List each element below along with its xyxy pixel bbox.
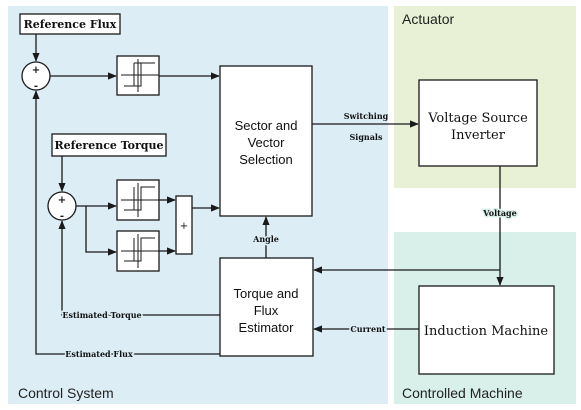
voltage-source-inverter-line-1: Voltage Source	[427, 111, 528, 126]
comparator-summer-box	[175, 195, 193, 255]
torque-error-line-lower	[85, 206, 117, 256]
hysteresis-icon	[121, 59, 159, 92]
estimated-torque-label: Estimated Torque	[62, 310, 141, 320]
torque-flux-estimator-block	[219, 257, 314, 357]
estimated-torque-feedback-line	[58, 220, 220, 316]
flux-hysteresis-comparator	[116, 55, 160, 96]
actuator-label: Actuator	[402, 11, 454, 27]
current-label: Current	[350, 324, 386, 334]
signal-lines	[32, 34, 504, 355]
control-system-label: Control System	[18, 385, 114, 401]
reference-flux-label: Reference Flux	[24, 18, 117, 31]
angle-label: Angle	[252, 234, 279, 244]
reference-torque-label: Reference Torque	[55, 139, 164, 152]
torque-sum-minus-sign: -	[60, 211, 64, 222]
torque-flux-estimator-line-2: Flux	[254, 303, 279, 318]
comparator-summer-symbol: +	[180, 221, 188, 232]
voltage-label: Voltage	[482, 208, 516, 218]
reference-flux-box	[19, 13, 121, 35]
sector-vector-selection-line-2: Vector	[248, 135, 286, 150]
torque-flux-estimator-line-1: Torque and	[233, 286, 298, 301]
sector-vector-selection-block	[219, 65, 313, 217]
hysteresis-icon	[121, 234, 159, 268]
estimated-flux-feedback-line	[32, 90, 220, 355]
switching-signals-label-line-1: Switching	[344, 111, 389, 121]
torque-sum-plus-sign: +	[58, 195, 66, 206]
induction-machine-block	[418, 285, 555, 375]
flux-sum-plus-sign: +	[32, 65, 40, 76]
torque-flux-estimator-line-3: Estimator	[239, 320, 295, 335]
torque-hysteresis-comparator-lower	[116, 230, 160, 272]
switching-signals-label-line-2: Signals	[350, 132, 383, 142]
voltage-source-inverter-block	[418, 79, 538, 167]
torque-hysteresis-comparator-upper	[116, 179, 160, 221]
reference-torque-box	[51, 133, 167, 157]
sector-vector-selection-line-1: Sector and	[235, 118, 298, 133]
voltage-source-inverter-line-2: Inverter	[451, 128, 506, 143]
estimated-flux-label: Estimated Flux	[65, 349, 133, 359]
induction-machine-label: Induction Machine	[424, 324, 548, 339]
sector-vector-selection-line-3: Selection	[239, 152, 292, 167]
flux-sum-minus-sign: -	[34, 81, 38, 92]
controlled-machine-label: Controlled Machine	[402, 385, 523, 401]
hysteresis-icon	[121, 183, 159, 217]
